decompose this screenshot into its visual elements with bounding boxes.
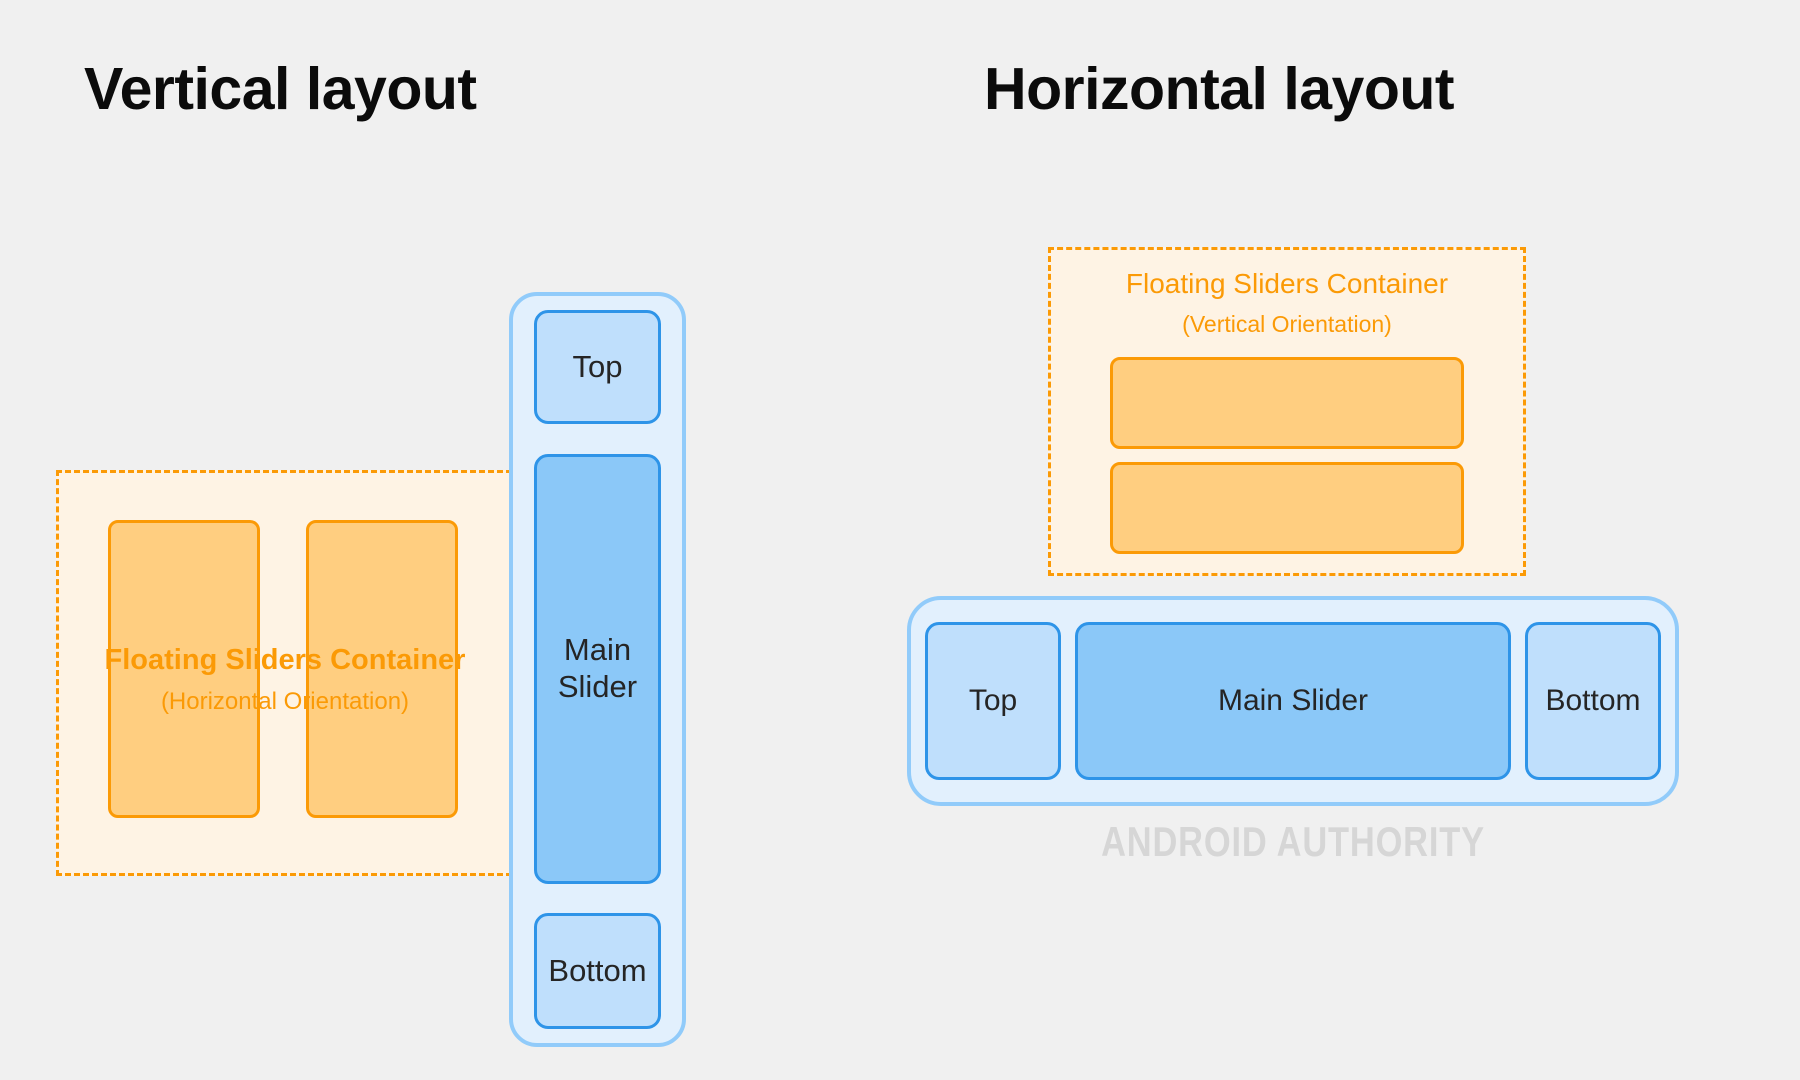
slider-segment-top[interactable]: Top xyxy=(534,310,661,424)
floating-sliders-container-label: Floating Sliders Container xyxy=(1125,268,1449,299)
slider-segment-main[interactable]: Main Slider xyxy=(534,453,661,884)
main-slider-group-vertical: Top Main Slider Bottom xyxy=(509,292,686,1047)
slider-segment-main[interactable]: Main Slider xyxy=(1075,622,1511,780)
floating-sliders-container-caption: Floating Sliders Container (Vertical Ori… xyxy=(1048,268,1526,338)
page-title-vertical-layout: Vertical layout xyxy=(84,56,477,122)
floating-slider-box[interactable] xyxy=(1110,357,1464,449)
slider-segment-bottom[interactable]: Bottom xyxy=(534,913,661,1029)
floating-sliders-container-label: Floating Sliders Container xyxy=(104,644,466,676)
floating-slider-box[interactable] xyxy=(306,520,458,818)
floating-sliders-container-caption: Floating Sliders Container (Horizontal O… xyxy=(0,644,570,716)
floating-slider-box[interactable] xyxy=(1110,462,1464,554)
floating-sliders-container-orientation-note: (Horizontal Orientation) xyxy=(160,688,410,715)
page-title-horizontal-layout: Horizontal layout xyxy=(984,56,1455,122)
watermark-android-authority: ANDROID AUTHORITY xyxy=(1101,818,1485,865)
main-slider-group-horizontal: Top Main Slider Bottom xyxy=(907,596,1679,806)
slider-segment-bottom[interactable]: Bottom xyxy=(1525,622,1661,780)
floating-slider-box[interactable] xyxy=(108,520,260,818)
floating-sliders-container-orientation-note: (Vertical Orientation) xyxy=(1182,311,1392,337)
slider-segment-top[interactable]: Top xyxy=(925,622,1061,780)
